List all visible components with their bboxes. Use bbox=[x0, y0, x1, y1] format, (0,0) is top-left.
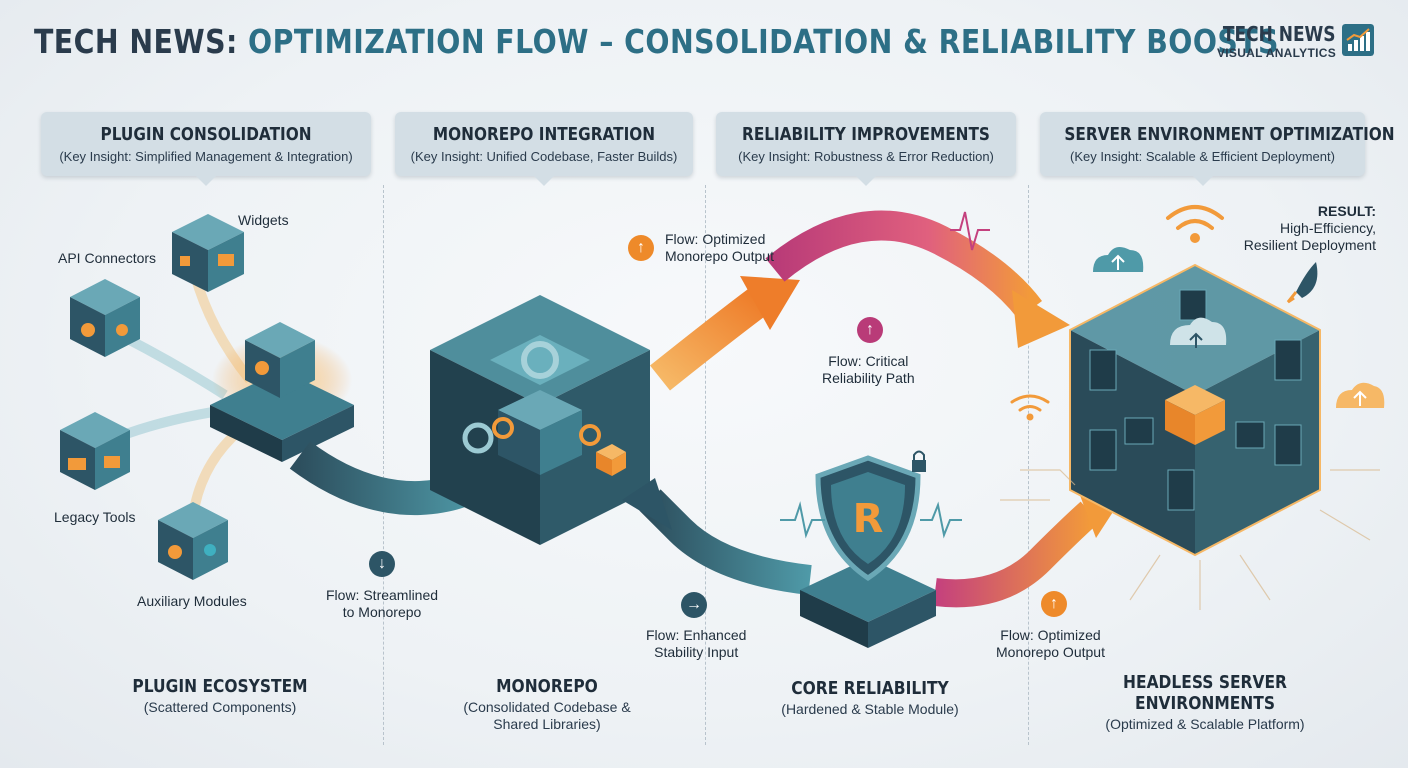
plugin-hub bbox=[210, 322, 354, 462]
arrow-up-icon: ↑ bbox=[628, 235, 654, 261]
wifi-icon bbox=[1010, 394, 1050, 421]
shield-letter: R bbox=[853, 496, 884, 542]
arrow-up-icon: ↑ bbox=[1041, 591, 1067, 617]
bottom-label-core-reliability: CORE RELIABILITY (Hardened & Stable Modu… bbox=[781, 678, 959, 717]
panel-plugin-consolidation: PLUGIN CONSOLIDATION (Key Insight: Simpl… bbox=[41, 112, 371, 186]
critical-reliability-arrow bbox=[765, 210, 1042, 320]
panel-subtitle: (Key Insight: Scalable & Efficient Deplo… bbox=[1070, 149, 1335, 164]
panel-subtitle: (Key Insight: Robustness & Error Reducti… bbox=[738, 149, 994, 164]
heartbeat-icon bbox=[920, 501, 962, 539]
brand-logo: TECH NEWS VISUAL ANALYTICS bbox=[1203, 22, 1336, 60]
panel-subtitle: (Key Insight: Simplified Management & In… bbox=[59, 149, 353, 164]
core-reliability-module bbox=[800, 455, 936, 648]
brand-line2: VISUAL ANALYTICS bbox=[1216, 46, 1336, 60]
enhanced-stability-arrow bbox=[639, 489, 812, 595]
arrow-down-icon: ↓ bbox=[369, 551, 395, 577]
flow-critical: Flow: Critical Reliability Path bbox=[822, 353, 915, 386]
flow-optimized-bottom: Flow: Optimized Monorepo Output bbox=[996, 627, 1105, 660]
legacy-tools-cube-icon bbox=[60, 412, 130, 490]
section-divider bbox=[705, 185, 706, 745]
panel-title: SERVER ENVIRONMENT OPTIMIZATION bbox=[1064, 124, 1395, 145]
headless-server-cluster bbox=[1069, 263, 1321, 557]
flow-streamlined: Flow: Streamlined to Monorepo bbox=[326, 587, 439, 620]
cloud-upload-icon bbox=[1093, 246, 1144, 272]
title-main: OPTIMIZATION FLOW – CONSOLIDATION & RELI… bbox=[248, 22, 1279, 61]
arrow-up-icon: ↑ bbox=[857, 317, 883, 343]
heartbeat-icon bbox=[780, 501, 825, 539]
label-legacy-tools: Legacy Tools bbox=[54, 509, 136, 525]
widgets-cube-icon bbox=[172, 214, 244, 292]
panel-reliability-improvements: RELIABILITY IMPROVEMENTS (Key Insight: R… bbox=[716, 112, 1016, 186]
cloud-upload-icon bbox=[1336, 382, 1385, 408]
api-connectors-cube-icon bbox=[70, 279, 140, 357]
brand-line1: TECH NEWS bbox=[1223, 22, 1336, 46]
section-divider bbox=[1028, 185, 1029, 745]
bar-chart-trend-icon bbox=[1342, 24, 1374, 56]
panel-title: RELIABILITY IMPROVEMENTS bbox=[742, 124, 990, 145]
section-divider bbox=[383, 185, 384, 745]
arrow-right-icon: → bbox=[681, 592, 707, 618]
rocket-icon bbox=[1286, 262, 1318, 304]
page-title: TECH NEWS: OPTIMIZATION FLOW – CONSOLIDA… bbox=[34, 22, 1279, 61]
circuit-traces bbox=[1000, 469, 1380, 610]
flow-optimized-top: Flow: Optimized Monorepo Output bbox=[665, 231, 774, 264]
panel-title: MONOREPO INTEGRATION bbox=[432, 124, 656, 145]
label-auxiliary-modules: Auxiliary Modules bbox=[137, 593, 247, 609]
title-prefix: TECH NEWS: bbox=[34, 22, 238, 61]
optimized-output-arrow-bottom bbox=[933, 501, 1100, 608]
panel-server-environment-optimization: SERVER ENVIRONMENT OPTIMIZATION (Key Ins… bbox=[1040, 112, 1395, 186]
auxiliary-modules-cube-icon bbox=[158, 502, 228, 580]
wifi-icon bbox=[1166, 205, 1224, 243]
bottom-label-headless-server: HEADLESS SERVER ENVIRONMENTS (Optimized … bbox=[1105, 672, 1305, 732]
flow-enhanced: Flow: Enhanced Stability Input bbox=[646, 627, 747, 660]
lock-icon bbox=[912, 450, 926, 472]
panel-monorepo-integration: MONOREPO INTEGRATION (Key Insight: Unifi… bbox=[395, 112, 693, 186]
panel-subtitle: (Key Insight: Unified Codebase, Faster B… bbox=[410, 149, 678, 164]
optimized-output-arrow-top bbox=[650, 287, 770, 391]
monorepo-cube bbox=[430, 295, 650, 545]
bottom-label-plugin-ecosystem: PLUGIN ECOSYSTEM (Scattered Components) bbox=[132, 676, 308, 715]
panel-title: PLUGIN CONSOLIDATION bbox=[100, 124, 312, 145]
label-api-connectors: API Connectors bbox=[58, 250, 157, 266]
label-widgets: Widgets bbox=[238, 212, 289, 228]
bottom-label-monorepo: MONOREPO (Consolidated Codebase & Shared… bbox=[463, 676, 631, 732]
result-callout: RESULT: High-Efficiency, Resilient Deplo… bbox=[1243, 203, 1376, 253]
